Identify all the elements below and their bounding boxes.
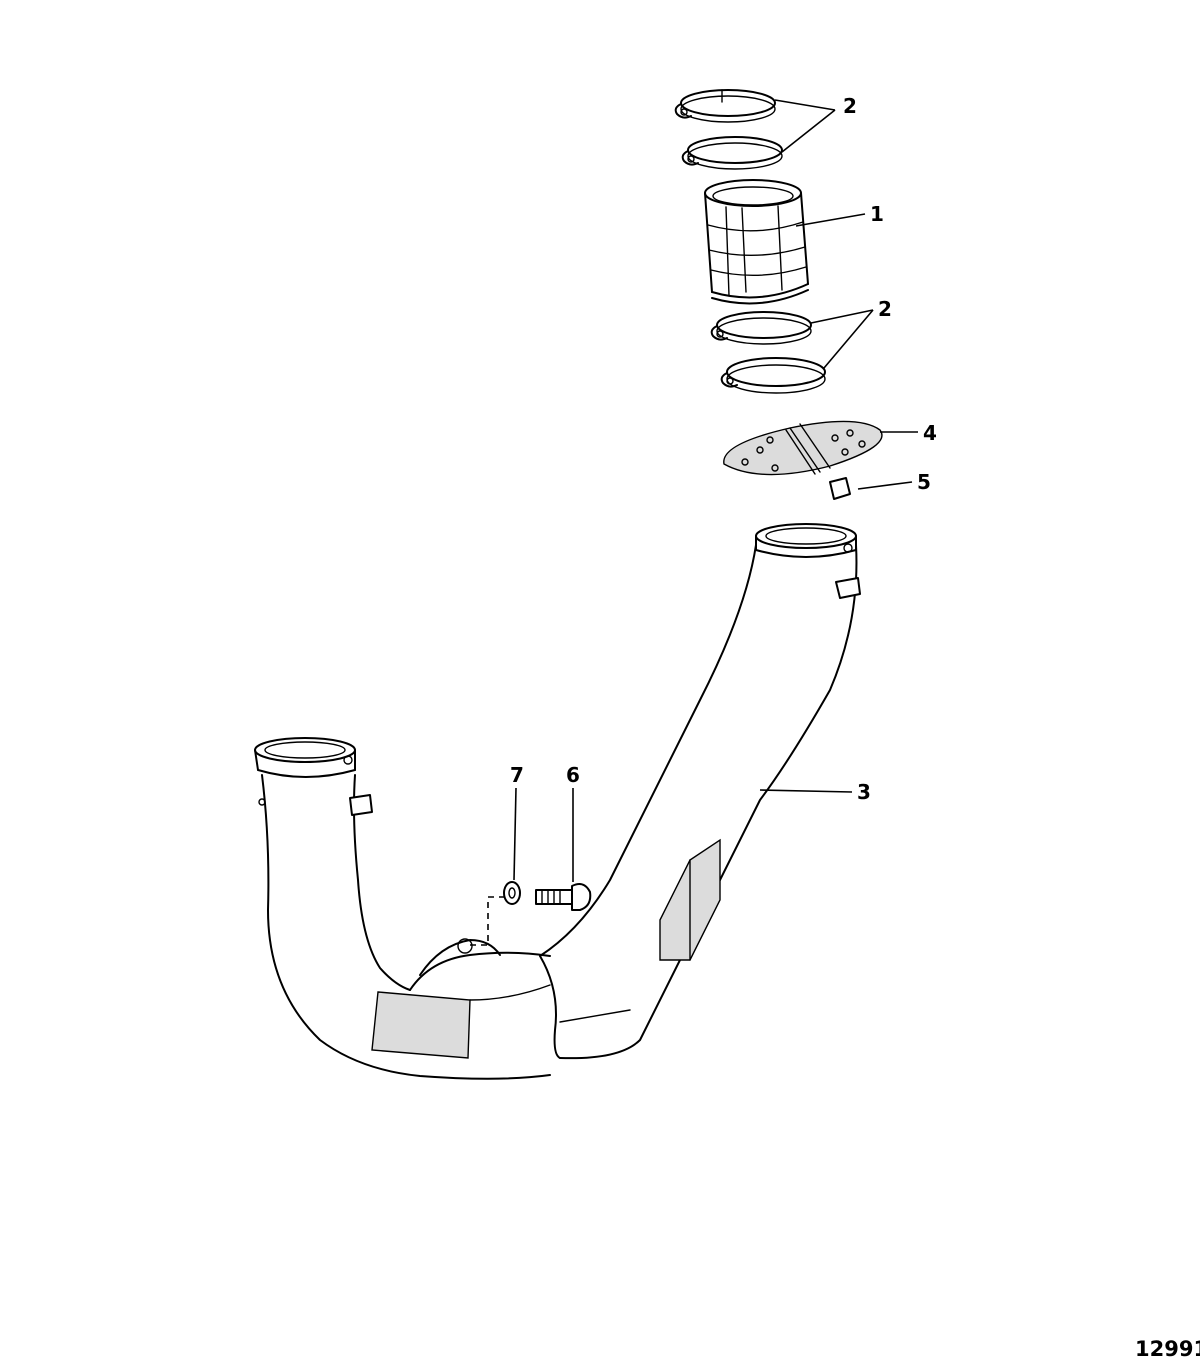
- callout-7: 7: [510, 763, 524, 787]
- hose-clamp-top-2: [681, 136, 783, 170]
- flapper-valve: [723, 420, 883, 476]
- callout-4: 4: [923, 421, 937, 445]
- callout-5: 5: [917, 470, 931, 494]
- callout-2-bottom: 2: [878, 297, 892, 321]
- washer-alignment-line: [470, 896, 505, 946]
- washer: [503, 881, 521, 905]
- leader-lines: [513, 99, 918, 882]
- exhaust-y-pipe: [254, 523, 861, 1080]
- bolt: [535, 883, 592, 911]
- callout-1: 1: [870, 202, 884, 226]
- callout-2-top: 2: [843, 94, 857, 118]
- hose-clamp-top-1: [674, 89, 776, 123]
- spacer-block: [829, 477, 851, 500]
- callout-6: 6: [566, 763, 580, 787]
- callout-3: 3: [857, 780, 871, 804]
- figure-number: 12991: [1135, 1337, 1200, 1361]
- exhaust-hose: [704, 179, 809, 305]
- hose-clamp-bottom-2: [720, 357, 826, 394]
- hose-clamp-bottom-1: [710, 311, 812, 345]
